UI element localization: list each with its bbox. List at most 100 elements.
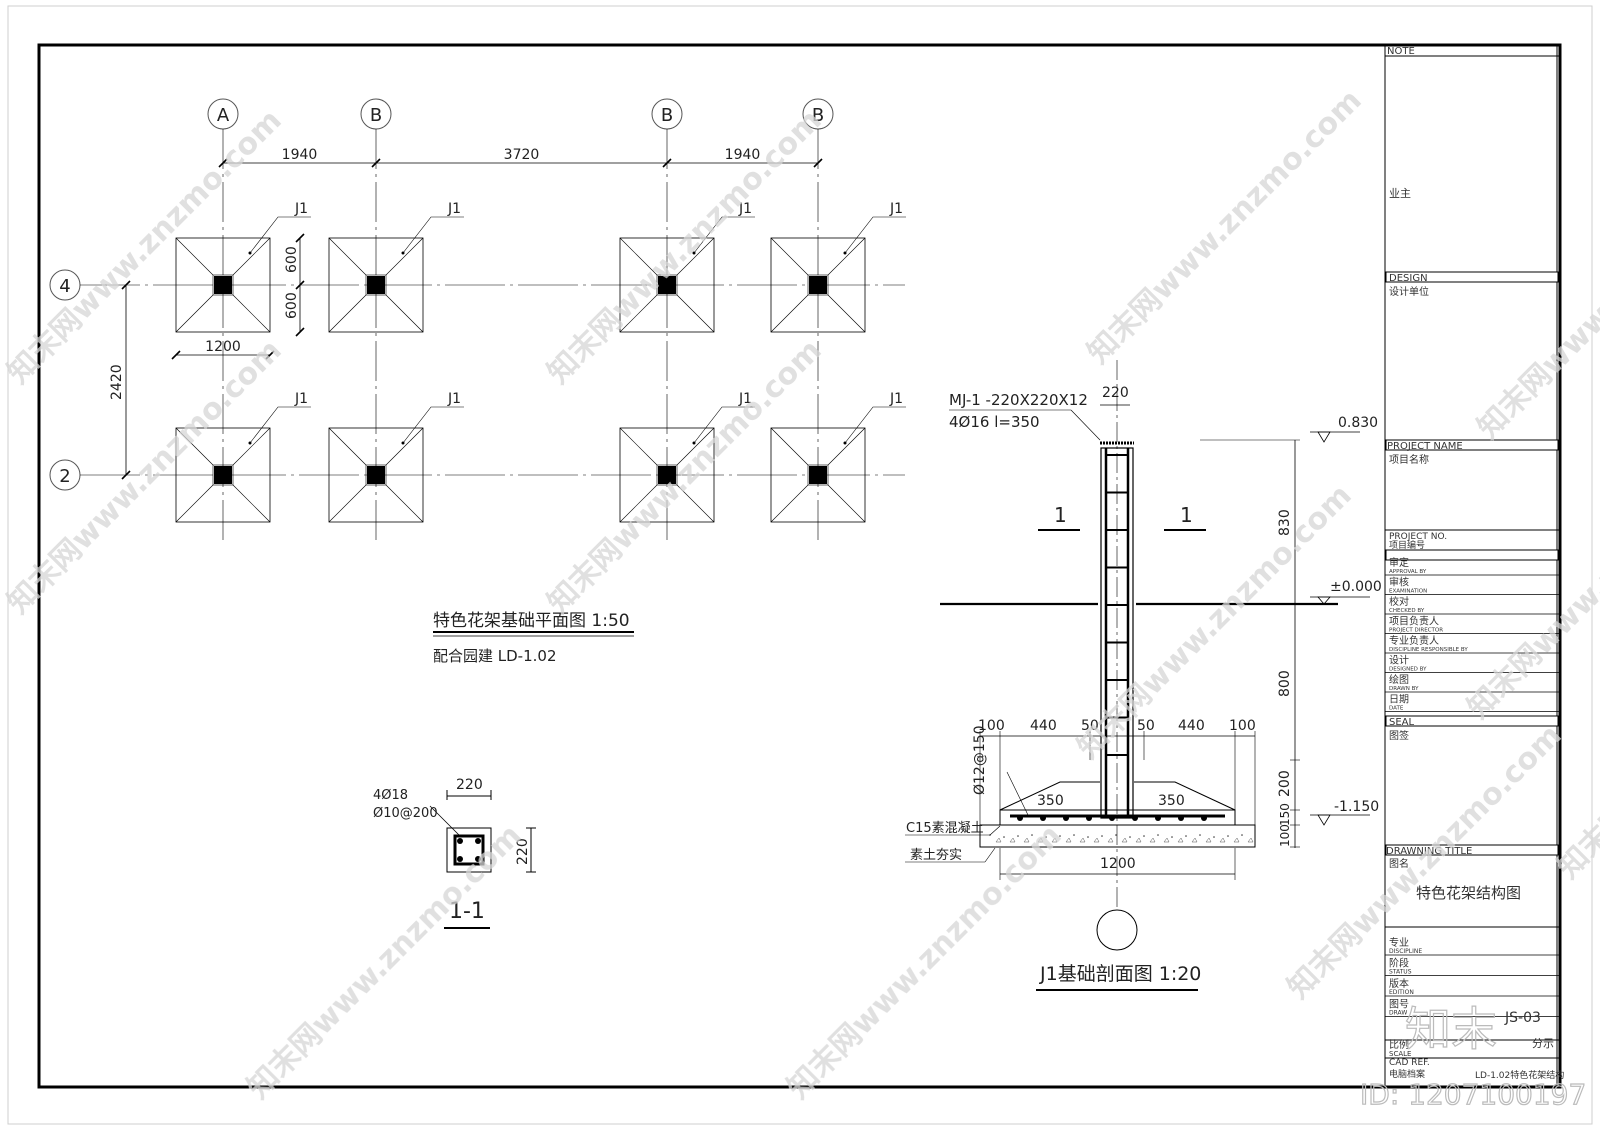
tb-cad-file: LD-1.02特色花架结构 [1475,1069,1564,1081]
tb-row-cn: 专业负责人 [1389,634,1439,647]
col-sec-depth: 220 [515,838,531,865]
axis-label-row: 2 [59,466,70,487]
title-block: NOTE 业主 DESIGN 设计单位 PROJECT NAME 项目名称 PR… [1384,45,1564,1087]
footing-width-dim: 1200 [205,339,241,355]
footing-j1: J1 [175,201,311,333]
footing-label: J1 [447,201,461,217]
elev-top: 0.830 [1338,415,1378,431]
footing-j1: J1 [770,201,906,333]
elev-zero: ±0.000 [1330,579,1382,595]
tb-bottom-cn: 专业 [1389,936,1409,949]
axis-label-col: B [812,105,824,126]
watermark-text: 知末网www.znzmo.com [1,103,289,391]
tb-drawing-title-cn: 图名 [1389,857,1409,870]
tb-design: DESIGN [1389,273,1428,284]
watermark-text: 知末网www.znzmo.com [1471,158,1600,446]
dim-100-left: 100 [978,718,1005,734]
tb-bottom-cn: 图号 [1389,999,1409,1011]
col-sec-rebar-stirrup: Ø10@200 [373,806,438,821]
tb-scale-val: 分示 [1532,1037,1554,1050]
watermark-text: 知末网www.znzmo.com [1281,718,1569,1006]
dim-440-right: 440 [1178,718,1205,734]
tb-drawing-name: 特色花架结构图 [1416,884,1521,902]
tb-scale-cn: 比例 [1389,1038,1409,1051]
watermark-logo: 知末 [1405,1002,1497,1056]
elev-bottom: -1.150 [1334,799,1379,815]
footing-label: J1 [294,391,308,407]
tb-note: NOTE [1387,46,1415,57]
watermark-text: 知末网www.znzmo.com [241,818,529,1106]
dim-440-left: 440 [1030,718,1057,734]
sec-col-width: 220 [1102,385,1129,401]
tb-row-cn: 校对 [1389,595,1409,608]
tb-row-en: DATE [1389,706,1404,712]
dim-150: 150 [1278,803,1292,826]
dim-830: 830 [1277,509,1293,536]
tb-row-en: CHECKED BY [1389,608,1425,614]
tb-row-cn: 绘图 [1389,673,1409,686]
footing-j1: J1 [619,201,755,333]
plate-anchor: 4Ø16 l=350 [949,413,1040,431]
axis-label-col: A [217,105,230,126]
watermark-text: 知末网www.znzmo.com [541,103,829,391]
tb-row-cn: 设计 [1389,654,1409,667]
axis-label-col: B [661,105,673,126]
tb-row-en: DESIGNED BY [1389,667,1427,673]
tb-cad-ref: CAD REF. [1389,1058,1430,1068]
column-section-1-1: 220 220 4Ø18 Ø10@200 1-1 [373,777,536,929]
tb-seal: SEAL [1389,717,1415,728]
dim-100-right: 100 [1229,718,1256,734]
dim-350-right: 350 [1158,793,1185,809]
tb-project-name-cn: 项目名称 [1389,453,1429,466]
footing-j1: J1 [770,391,906,523]
dim-50-left: 50 [1081,718,1099,734]
tb-bottom-en: STATUS [1389,969,1412,976]
tb-project-no-cn: 项目编号 [1389,539,1425,551]
watermark-id: ID: 1207100197 [1360,1078,1586,1111]
watermark-text: 知末网www.znzmo.com [541,333,829,621]
footing-label: J1 [889,201,903,217]
drawing-frame [37,43,1562,1089]
dim-800: 800 [1277,670,1293,697]
rebar-bottom: Ø12@150 [972,725,988,795]
footing-width: 1200 [1100,856,1136,872]
concrete-label: C15素混凝土 [906,820,984,836]
col-sec-label: 1-1 [449,899,485,924]
tb-bottom-en: DISCIPLINE [1389,948,1422,955]
footing-j1: J1 [328,201,464,333]
dim-350-left: 350 [1037,793,1064,809]
cut-mark-left: 1 [1054,503,1067,527]
axis-label-row: 4 [59,276,70,297]
watermark-text: 知末网www.znzmo.com [1071,478,1359,766]
tb-owner: 业主 [1389,187,1411,200]
tb-scale-en: SCALE [1389,1050,1411,1058]
tb-row-en: APPROVAL BY [1389,569,1427,575]
dim-50-right: 50 [1137,718,1155,734]
tb-bottom-cn: 阶段 [1389,957,1409,970]
tb-row-cn: 审核 [1389,576,1409,589]
footing-label: J1 [447,391,461,407]
footing-label: J1 [889,391,903,407]
row-dim: 2420 [109,364,125,400]
tb-row-en: EXAMINATION [1389,589,1427,595]
footing-label: J1 [738,391,752,407]
plate-spec: MJ-1 -220X220X12 [949,391,1088,409]
plan-title: 特色花架基础平面图 1:50 [433,611,630,631]
sheet-border [7,5,1593,1125]
soil-label: 素土夯实 [910,848,962,863]
tb-drawing-no: JS-03 [1504,1010,1541,1026]
watermark-text: 知末网www.znzmo.com [1081,83,1369,371]
tb-row-cn: 日期 [1389,694,1409,706]
tb-project-name: PROJECT NAME [1387,441,1463,452]
tb-row-en: DISCIPLINE RESPONSIBLE BY [1389,647,1468,653]
tb-row-cn: 审定 [1389,556,1409,569]
watermark-text: 知末网www.znzmo.com [1,333,289,621]
dim-200: 200 [1277,770,1293,797]
col-dim: 1940 [282,147,318,163]
tb-design-cn: 设计单位 [1389,285,1429,298]
section-title: J1基础剖面图 1:20 [1039,963,1201,985]
col-dim: 3720 [504,147,540,163]
footing-j1: J1 [619,391,755,523]
